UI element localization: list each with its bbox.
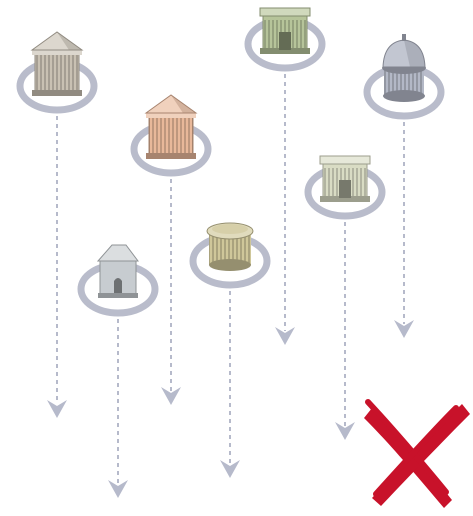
x-mark-icon [364,402,470,508]
building-temple-flat-green [260,8,310,54]
building-chapel-small [98,245,138,298]
dashed-down-arrow-icon [47,108,67,418]
dashed-down-arrow-icon [220,283,240,478]
buildings-layer [32,8,426,298]
dashed-down-arrow-icon [394,114,414,338]
building-rotunda-cylinder [207,223,253,271]
building-temple-peach [146,95,196,159]
dashed-down-arrow-icon [335,214,355,440]
dashed-down-arrow-icon [108,311,128,498]
building-rotunda-dome [382,34,426,102]
dashed-down-arrow-icon [275,66,295,345]
dashed-down-arrow-icon [161,171,181,405]
building-building-flat-cream [320,156,370,202]
building-temple-pediment [32,32,82,96]
